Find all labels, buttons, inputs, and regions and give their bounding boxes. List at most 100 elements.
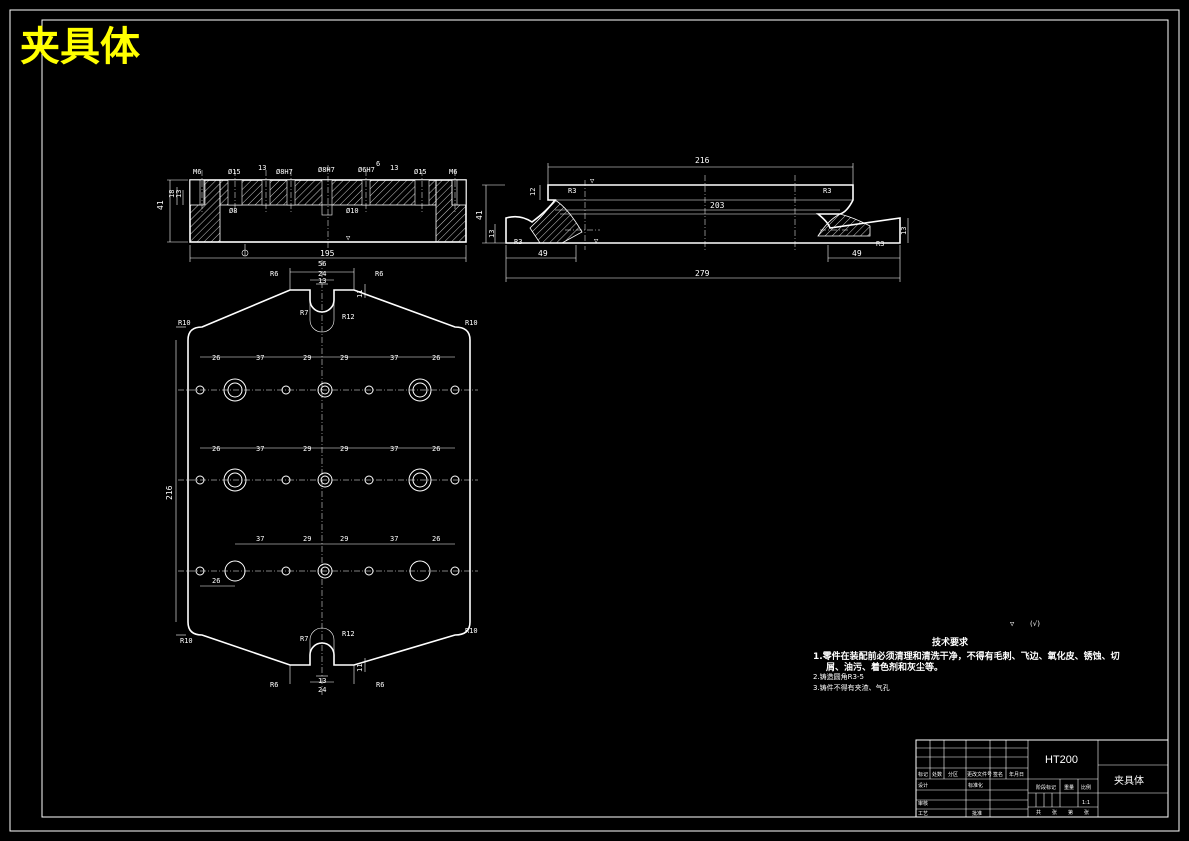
front-dim-m6-right: M6 xyxy=(449,168,457,176)
front-dim-m6-left: M6 xyxy=(193,168,201,176)
row1-dim: 37 xyxy=(390,354,398,362)
tech-req-line-3: 3.铸件不得有夹渣、气孔 xyxy=(813,683,890,692)
tb-approve: 批准 xyxy=(972,810,982,817)
plan-dim-56: 56 xyxy=(318,260,326,268)
row1-dim: 26 xyxy=(212,354,220,362)
plan-dim-r12-bot: R12 xyxy=(342,630,355,638)
front-dim-d6h7: Ø6H7 xyxy=(358,166,375,174)
front-dim-d15-right: Ø15 xyxy=(414,168,427,176)
tb-label: 年月日 xyxy=(1009,771,1024,778)
tb-label: 分区 xyxy=(948,771,958,778)
row2-dim: 37 xyxy=(256,445,264,453)
roughness-note: (√) xyxy=(1030,620,1040,628)
plan-row2-dims: 26 37 29 29 37 26 xyxy=(212,445,440,453)
drawing-title: 夹具体 xyxy=(20,24,140,70)
plan-dim-24: 24 xyxy=(318,270,326,278)
tb-stage: 阶段标记 xyxy=(1036,784,1056,791)
row1-dim: 37 xyxy=(256,354,264,362)
side-dim-49-left: 49 xyxy=(538,249,548,258)
plan-holes xyxy=(195,378,460,582)
plan-dim-13: 13 xyxy=(318,277,326,285)
title-block: HT200 夹具体 1:1 标记 处数 分区 更改文件号 签名 年月日 设计 标… xyxy=(915,739,1169,818)
row2-dim: 37 xyxy=(390,445,398,453)
side-dim-49-right: 49 xyxy=(852,249,862,258)
front-dim-d8h7-b: Ø8H7 xyxy=(318,166,335,174)
side-dim-41: 41 xyxy=(475,210,484,220)
side-view: 216 203 279 49 49 12 41 13 13 R3 R3 R3 R… xyxy=(475,156,909,282)
front-dim-13-right: 13 xyxy=(390,164,398,172)
tb-label: 更改文件号 xyxy=(967,771,992,778)
plan-dim-r10-br: R10 xyxy=(465,627,478,635)
plan-dim-11-bot: 11 xyxy=(356,664,364,672)
roughness-symbol: ▽ xyxy=(1010,620,1015,628)
front-dim-18: 18 xyxy=(168,190,176,198)
material-label: HT200 xyxy=(1045,754,1078,766)
tb-sheet: 第 xyxy=(1068,809,1073,816)
front-dim-d8h7-a: Ø8H7 xyxy=(276,168,293,176)
plan-dim-r10-tl: R10 xyxy=(178,319,191,327)
side-right-hatch xyxy=(817,213,871,237)
front-dim-13: 13 xyxy=(175,190,183,198)
side-dim-r3-a: R3 xyxy=(568,187,576,195)
plan-dim-24-bot: 24 xyxy=(318,686,326,694)
tb-review: 审核 xyxy=(918,800,928,807)
side-dim-216: 216 xyxy=(695,156,710,165)
tb-sheet: 张 xyxy=(1084,809,1089,816)
row3-dim: 29 xyxy=(303,535,311,543)
plan-dim-11: 11 xyxy=(356,290,364,298)
plan-dim-13-bot: 13 xyxy=(318,677,326,685)
tb-scale-label: 比例 xyxy=(1081,784,1091,791)
side-dim-r3-d: R3 xyxy=(876,240,884,248)
plan-dim-216: 216 xyxy=(165,485,174,500)
technical-requirements: ▽ (√) 技术要求 1.零件在装配前必须清理和清洗干净，不得有毛刺、飞边、氧化… xyxy=(813,620,1120,692)
tech-req-title: 技术要求 xyxy=(932,636,969,648)
side-dim-13a: 13 xyxy=(488,230,496,238)
row1-dim: 26 xyxy=(432,354,440,362)
side-dim-279: 279 xyxy=(695,269,710,278)
front-dim-13-left: 13 xyxy=(258,164,266,172)
front-dim-41: 41 xyxy=(156,200,165,210)
side-roughness-mark-b: ▽ xyxy=(594,237,599,245)
tb-design: 设计 xyxy=(918,782,928,789)
tb-weight: 重量 xyxy=(1064,784,1074,791)
tech-req-line-1b: 屑、油污、着色剂和灰尘等。 xyxy=(825,661,943,673)
tb-process: 工艺 xyxy=(918,811,928,817)
front-dim-d8: Ø8 xyxy=(229,207,237,215)
side-roughness-mark-a: ▽ xyxy=(590,177,595,185)
side-left-hatch xyxy=(529,199,583,244)
tech-req-line-1: 1.零件在装配前必须清理和清洗干净，不得有毛刺、飞边、氧化皮、锈蚀、切 xyxy=(813,650,1120,662)
tb-label: 标记 xyxy=(918,771,928,778)
tb-sheet: 共 xyxy=(1036,809,1041,816)
row2-dim: 29 xyxy=(340,445,348,453)
row2-dim: 26 xyxy=(432,445,440,453)
front-dim-d15-left: Ø15 xyxy=(228,168,241,176)
front-dim-195: 195 xyxy=(320,249,335,258)
plan-dim-r10-bl: R10 xyxy=(180,637,193,645)
tb-sheet: 张 xyxy=(1052,809,1057,816)
side-view-outline xyxy=(505,184,901,244)
plan-dim-r6-br: R6 xyxy=(376,681,384,689)
plan-dim-r6-bl: R6 xyxy=(270,681,278,689)
side-dim-12: 12 xyxy=(529,188,537,196)
front-view: 195 41 18 13 M6 M6 Ø15 Ø15 13 13 Ø8H7 Ø8… xyxy=(156,160,467,262)
plan-view: 56 24 13 11 R6 R6 R7 R12 R10 R10 R10 R10… xyxy=(165,260,478,695)
side-dim-203: 203 xyxy=(710,201,725,210)
plan-dim-r7-top: R7 xyxy=(300,309,308,317)
plan-row3-dims: 37 29 29 37 26 26 xyxy=(212,535,440,585)
plan-row-dim-lines xyxy=(200,356,455,587)
tb-label: 处数 xyxy=(932,771,942,778)
side-dim-13b: 13 xyxy=(900,227,908,235)
row3-dim: 26 xyxy=(432,535,440,543)
plan-row1-dims: 26 37 29 29 37 26 xyxy=(212,354,440,362)
inner-border xyxy=(41,19,1169,818)
front-dim-6: 6 xyxy=(376,160,380,168)
front-roughness-mark: ▽ xyxy=(346,234,351,242)
plan-dim-r6-tr: R6 xyxy=(375,270,383,278)
row2-dim: 26 xyxy=(212,445,220,453)
row2-dim: 29 xyxy=(303,445,311,453)
row1-dim: 29 xyxy=(340,354,348,362)
row3-dim-left: 26 xyxy=(212,577,220,585)
plan-dim-r7-bot: R7 xyxy=(300,635,308,643)
